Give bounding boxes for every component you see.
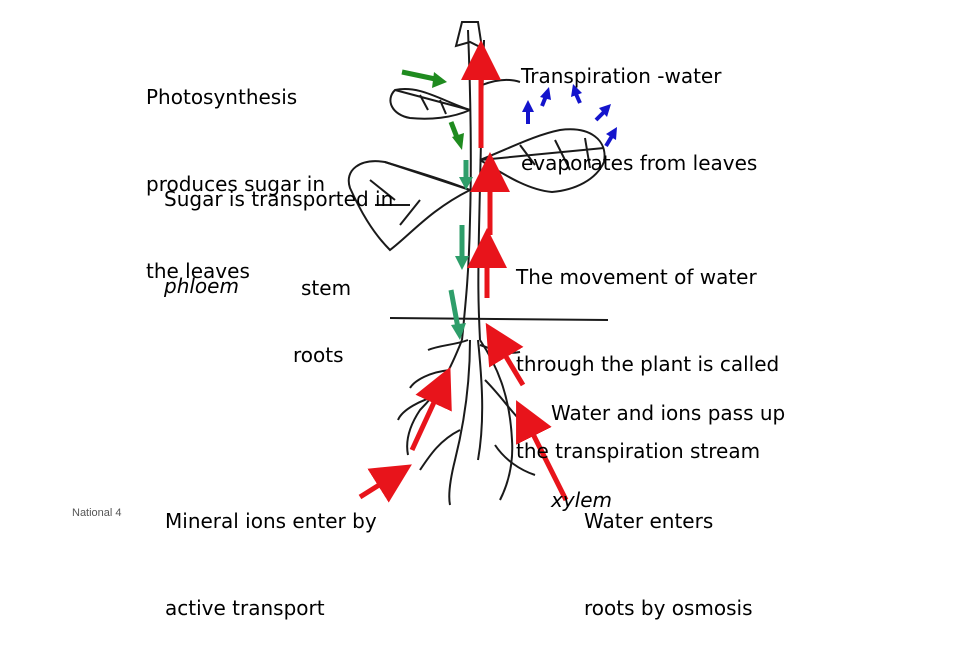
- xylem-arrow-mineral-a: [409, 366, 452, 452]
- label-line: evaporates from leaves: [521, 151, 758, 175]
- label-line: roots by osmosis: [584, 596, 753, 620]
- plant-roots: [397, 339, 536, 506]
- label-phloem: phloem: [164, 274, 239, 298]
- label-roots: roots: [293, 343, 344, 367]
- label-line: Mineral ions enter by: [165, 509, 377, 533]
- label-xylem: xylem: [551, 488, 613, 512]
- label-line: Water and ions pass up: [551, 401, 786, 425]
- label-water-osmosis: Water enters roots by osmosis: [584, 449, 753, 652]
- label-stem: stem: [301, 276, 352, 300]
- footer-label: National 4: [72, 507, 122, 519]
- label-mineral-ions: Mineral ions enter by active transport: [165, 449, 377, 652]
- label-line: the transpiration stream: [516, 439, 761, 463]
- plant-diagram: [347, 21, 617, 506]
- label-line: Photosynthesis: [146, 85, 298, 109]
- xylem-arrow-root-in: [485, 322, 526, 387]
- phloem-arrows: [401, 69, 473, 340]
- label-line: The movement of water: [516, 265, 757, 289]
- evaporation-arrows: [522, 84, 617, 148]
- label-line: Sugar is transported in: [164, 187, 394, 211]
- label-line: Transpiration -water: [521, 64, 722, 88]
- label-photosynthesis: Photosynthesis produces sugar in the lea…: [146, 25, 325, 315]
- phloem-arrow-5: [448, 289, 461, 329]
- label-transpiration-stream: The movement of water through the plant …: [516, 205, 779, 495]
- plant-leaves: [347, 78, 606, 252]
- label-line: active transport: [165, 596, 325, 620]
- label-line: Water enters: [584, 509, 714, 533]
- label-transpiration: Transpiration -water evaporates from lea…: [521, 4, 757, 207]
- label-sugar-transport: Sugar is transported in phloem: [164, 127, 393, 330]
- label-line: the leaves: [146, 259, 250, 283]
- xylem-arrows: [358, 40, 569, 503]
- xylem-arrow-mineral-b: [358, 464, 412, 503]
- label-water-ions: Water and ions pass up xylem: [551, 341, 785, 544]
- label-line: through the plant is called: [516, 352, 780, 376]
- xylem-arrow-osmosis: [516, 400, 569, 502]
- label-line: produces sugar in: [146, 172, 326, 196]
- ground-line: [389, 317, 609, 321]
